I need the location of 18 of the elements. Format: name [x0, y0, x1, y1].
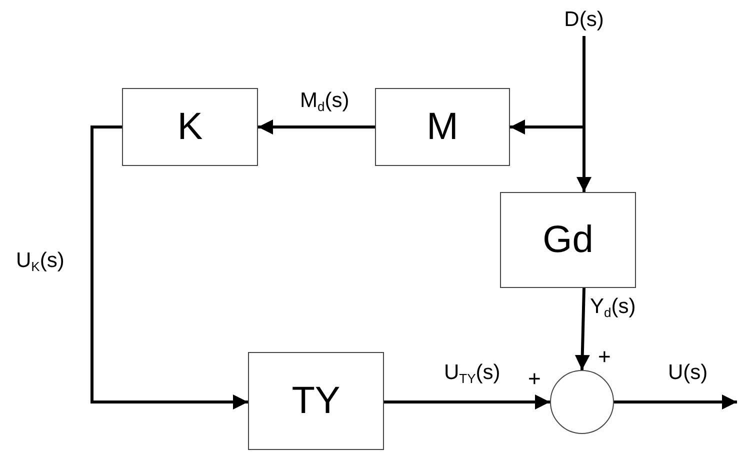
edge-label: Y$_{d}$(s) — [590, 296, 636, 317]
block-box: M — [375, 88, 510, 166]
edge-label: U(s) — [668, 362, 708, 383]
block-box: Gd — [500, 192, 636, 288]
arrow — [510, 36, 586, 134]
sign-label: + — [598, 346, 611, 368]
sign-label: + — [528, 368, 541, 390]
signal-label: D(s) — [554, 4, 614, 36]
block-box: TY — [248, 352, 384, 450]
arrow — [574, 288, 590, 370]
arrow — [614, 394, 737, 410]
arrow — [384, 394, 550, 410]
arrow — [90, 126, 248, 410]
arrow — [258, 120, 375, 134]
edge-label: U$_{TY}$(s) — [444, 362, 500, 383]
edge-label: U$_{K}$(s) — [16, 250, 64, 271]
edge-label: M$_{d}$(s) — [300, 90, 350, 111]
block-box: K — [122, 88, 258, 166]
